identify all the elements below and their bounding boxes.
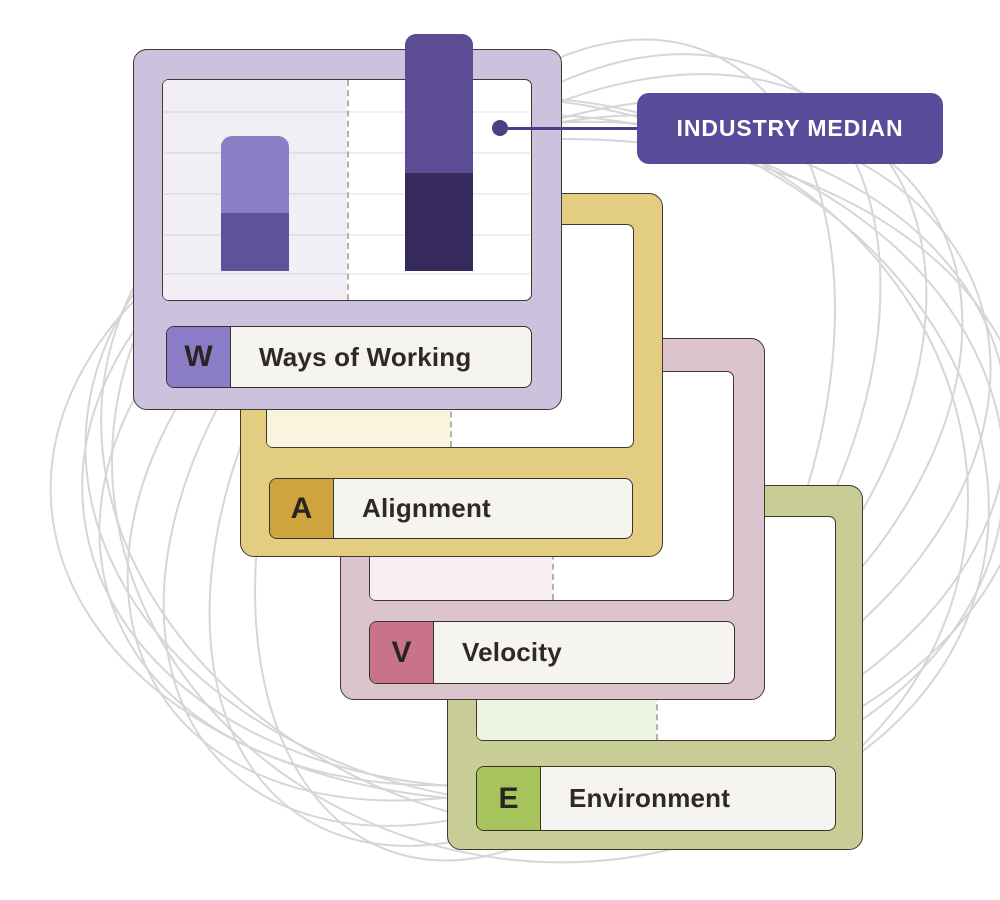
industry-median-callout: INDUSTRY MEDIAN: [637, 93, 943, 164]
letter-badge-a: A: [270, 479, 334, 538]
dashed-divider: [347, 80, 349, 300]
card-label: Ways of Working: [259, 341, 472, 372]
badge-letter: V: [391, 635, 412, 669]
badge-letter: E: [498, 781, 519, 815]
environment-label-row: E Environment: [476, 766, 836, 831]
ways-label-row: W Ways of Working: [166, 326, 532, 388]
card-label: Alignment: [362, 493, 491, 523]
badge-letter: W: [184, 340, 213, 373]
letter-badge-w: W: [167, 327, 231, 387]
card-label: Velocity: [462, 637, 562, 667]
industry-score-bar: [405, 34, 473, 271]
team-score-bar: [221, 136, 289, 271]
letter-badge-v: V: [370, 622, 434, 683]
industry-median-label: INDUSTRY MEDIAN: [676, 115, 904, 141]
callout-connector-line: [502, 126, 638, 130]
letter-badge-e: E: [477, 767, 541, 830]
card-ways-of-working: W Ways of Working: [133, 34, 562, 410]
callout-dot: [492, 120, 508, 136]
team-score-bar-lower-segment: [221, 213, 289, 271]
card-label: Environment: [569, 783, 731, 813]
alignment-label-row: A Alignment: [269, 478, 633, 539]
badge-letter: A: [290, 491, 313, 525]
velocity-label-row: V Velocity: [369, 621, 735, 684]
ways-chart-panel: [162, 34, 532, 301]
industry-score-bar-lower-segment: [405, 173, 473, 271]
